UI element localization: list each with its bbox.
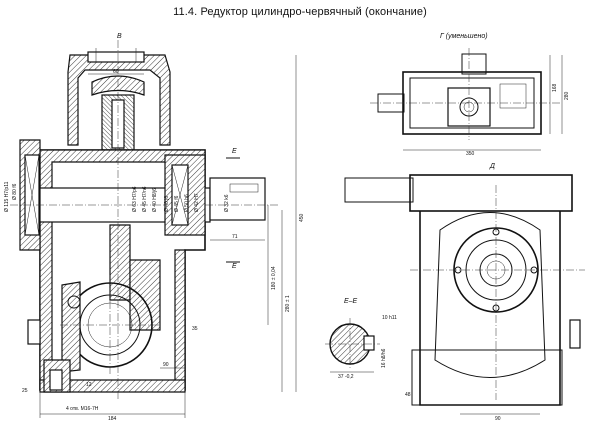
cut-mark-top: Е (232, 148, 237, 155)
side-view-plug (569, 319, 581, 349)
dim-dia-e: Ø 45 f6 (174, 195, 180, 212)
dim-dia-f: Ø 50 h6 (184, 194, 190, 212)
dim-width-top: 60 (113, 69, 119, 75)
dim-flange-dia: Ø 115 H7/p11 (4, 181, 10, 212)
side-view-top-block (409, 174, 573, 212)
top-view: Г (уменьшено) 350 168 280 (370, 33, 570, 157)
worm-bore-wall (61, 281, 81, 373)
view-label-main: В (117, 33, 122, 40)
side-view: Д 90 48 (344, 163, 585, 422)
dim-total-height: 450 (299, 213, 305, 222)
dim-side-r: 35 (192, 326, 198, 332)
side-view-base (411, 349, 563, 406)
housing-wall-right (174, 249, 186, 391)
dim-seal-dia: Ø 42 H7 (194, 193, 200, 212)
inner-rib (109, 224, 131, 301)
dim-base-width: 90 (163, 362, 169, 368)
top-view-input-shaft (461, 53, 487, 75)
dim-holes: 4 отв. М16-7Н (66, 406, 99, 412)
dim-side-h: 48 (405, 392, 411, 398)
dim-section-offset: 37 -0,2 (338, 374, 354, 380)
dim-bottom-height: 12 (86, 382, 92, 388)
dim-bearing-dia: Ø 80 f6 (12, 183, 18, 200)
dim-dia-c: Ø 40 H8/j6 (152, 188, 158, 212)
top-inspection-lid (87, 51, 145, 63)
dim-dia-a: Ø 63 H7/p6 (132, 186, 138, 212)
dim-lower-height: 280 ± 1 (285, 295, 291, 312)
section-keyway (363, 335, 375, 351)
dim-left-height: 25 (22, 388, 28, 394)
side-drain-plug (27, 319, 41, 345)
dim-top-h1: 168 (552, 83, 558, 92)
dim-key-height: 16 h8/h6 (381, 348, 387, 368)
inner-wall (129, 259, 161, 331)
foot-bolt-hole (49, 369, 63, 391)
dim-shaft-length: 71 (232, 234, 238, 240)
dim-side-width: 90 (495, 416, 501, 422)
oil-plug (67, 295, 81, 309)
dim-top-width: 350 (466, 151, 475, 157)
dim-top-h2: 280 (564, 91, 570, 100)
page-title: 11.4. Редуктор цилиндро-червячный (оконч… (173, 6, 427, 18)
side-view-output-shaft (344, 177, 414, 203)
output-shaft-end (209, 177, 266, 221)
main-section-view: В (4, 33, 305, 422)
dim-dia-d: Ø 40 j6 (164, 196, 170, 212)
dim-width-total: 184 (108, 416, 117, 422)
dim-shaft-dia: Ø 32 k6 (224, 194, 230, 212)
cut-mark-bottom: Е (232, 263, 237, 270)
section-e-e: Е–Е 10 h11 16 h8/h6 37 -0,2 (325, 298, 397, 380)
dim-key-width: 10 h11 (382, 315, 397, 321)
top-cover-section (67, 54, 171, 146)
dim-dia-b: Ø 45 H7/n6 (142, 186, 148, 212)
side-view-housing-contour (434, 212, 546, 378)
view-label-side: Д (489, 163, 495, 170)
dim-center-height: 180 ± 0,04 (271, 266, 277, 290)
view-label-top: Г (уменьшено) (440, 33, 488, 40)
view-label-section: Е–Е (344, 298, 358, 305)
